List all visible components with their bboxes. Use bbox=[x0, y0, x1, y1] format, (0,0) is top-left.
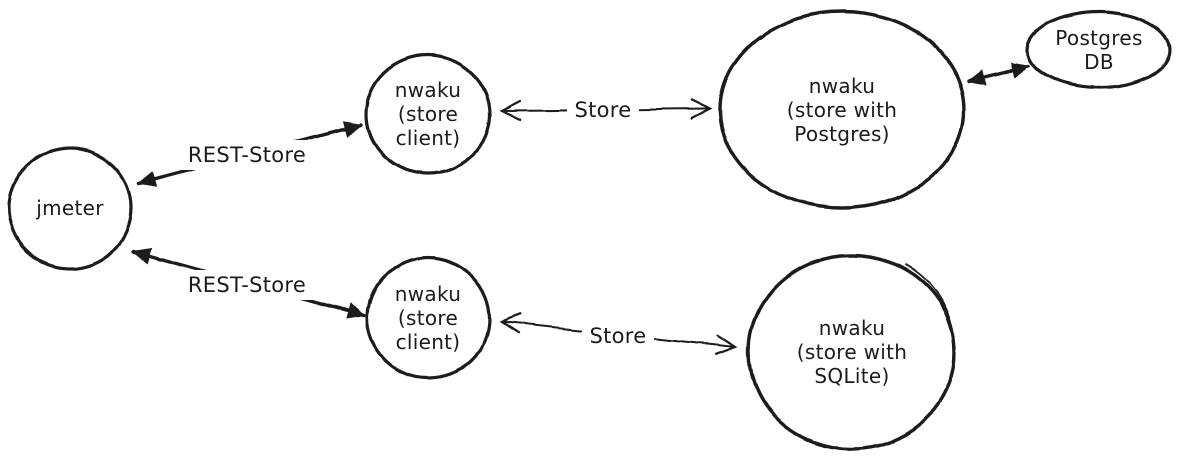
store-top-label-bg bbox=[567, 97, 639, 123]
rest-store-bottom-label-bg bbox=[180, 270, 314, 300]
jmeter-node-shape bbox=[7, 146, 133, 270]
postgres-db-link-edge bbox=[966, 61, 1031, 86]
store-sqlite-node-shape bbox=[747, 253, 957, 451]
edge-labels: REST-Store REST-Store Store Store bbox=[180, 97, 654, 349]
store-bottom-label: Store bbox=[589, 324, 646, 348]
store-top-label: Store bbox=[574, 98, 631, 122]
rest-store-top-label: REST-Store bbox=[188, 143, 306, 167]
jmeter-node-label: jmeter bbox=[35, 196, 104, 220]
store-postgres-node-shape bbox=[718, 10, 966, 210]
store-sqlite-sketch-stroke bbox=[904, 263, 954, 331]
store-client-bottom-node-shape bbox=[365, 256, 491, 380]
rest-store-bottom-label: REST-Store bbox=[188, 273, 306, 297]
rest-store-top-label-bg bbox=[180, 140, 314, 170]
store-bottom-label-bg bbox=[582, 323, 654, 349]
jmeter-sketch-stroke bbox=[87, 149, 130, 196]
postgres-db-node-shape bbox=[1026, 10, 1172, 90]
store-client-top-node-shape bbox=[364, 53, 492, 175]
